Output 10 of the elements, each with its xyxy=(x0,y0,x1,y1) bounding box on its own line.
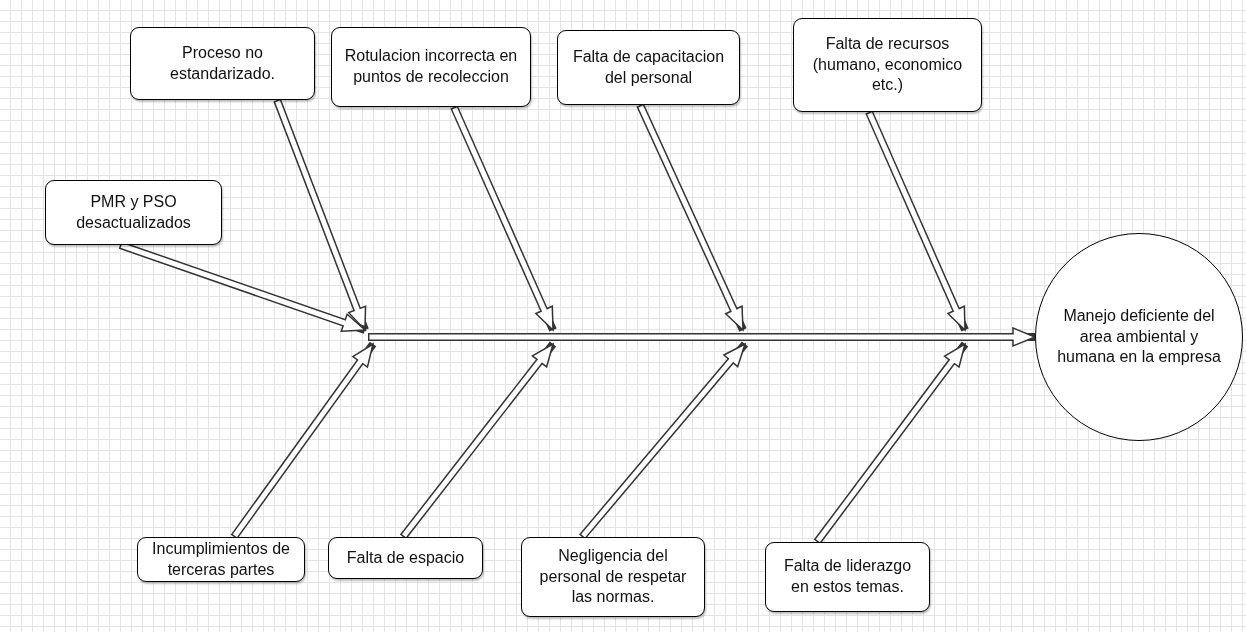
cause-box: Falta de liderazgo en estos temas. xyxy=(765,542,930,612)
cause-box: Falta de recursos (humano, economico etc.) xyxy=(793,18,982,112)
cause-box: Rotulacion incorrecta en puntos de recoleccion xyxy=(331,27,531,107)
cause-box: Falta de espacio xyxy=(328,537,483,579)
cause-box: Negligencia del personal de respetar las normas. xyxy=(521,537,705,617)
cause-box: Proceso no estandarizado. xyxy=(130,27,315,100)
cause-box: Incumplimientos de terceras partes xyxy=(137,537,305,582)
cause-box: PMR y PSO desactualizados xyxy=(45,180,222,245)
effect-circle: Manejo deficiente del area ambiental y humana en la empresa xyxy=(1035,233,1243,441)
cause-box: Falta de capacitacion del personal xyxy=(557,30,740,105)
